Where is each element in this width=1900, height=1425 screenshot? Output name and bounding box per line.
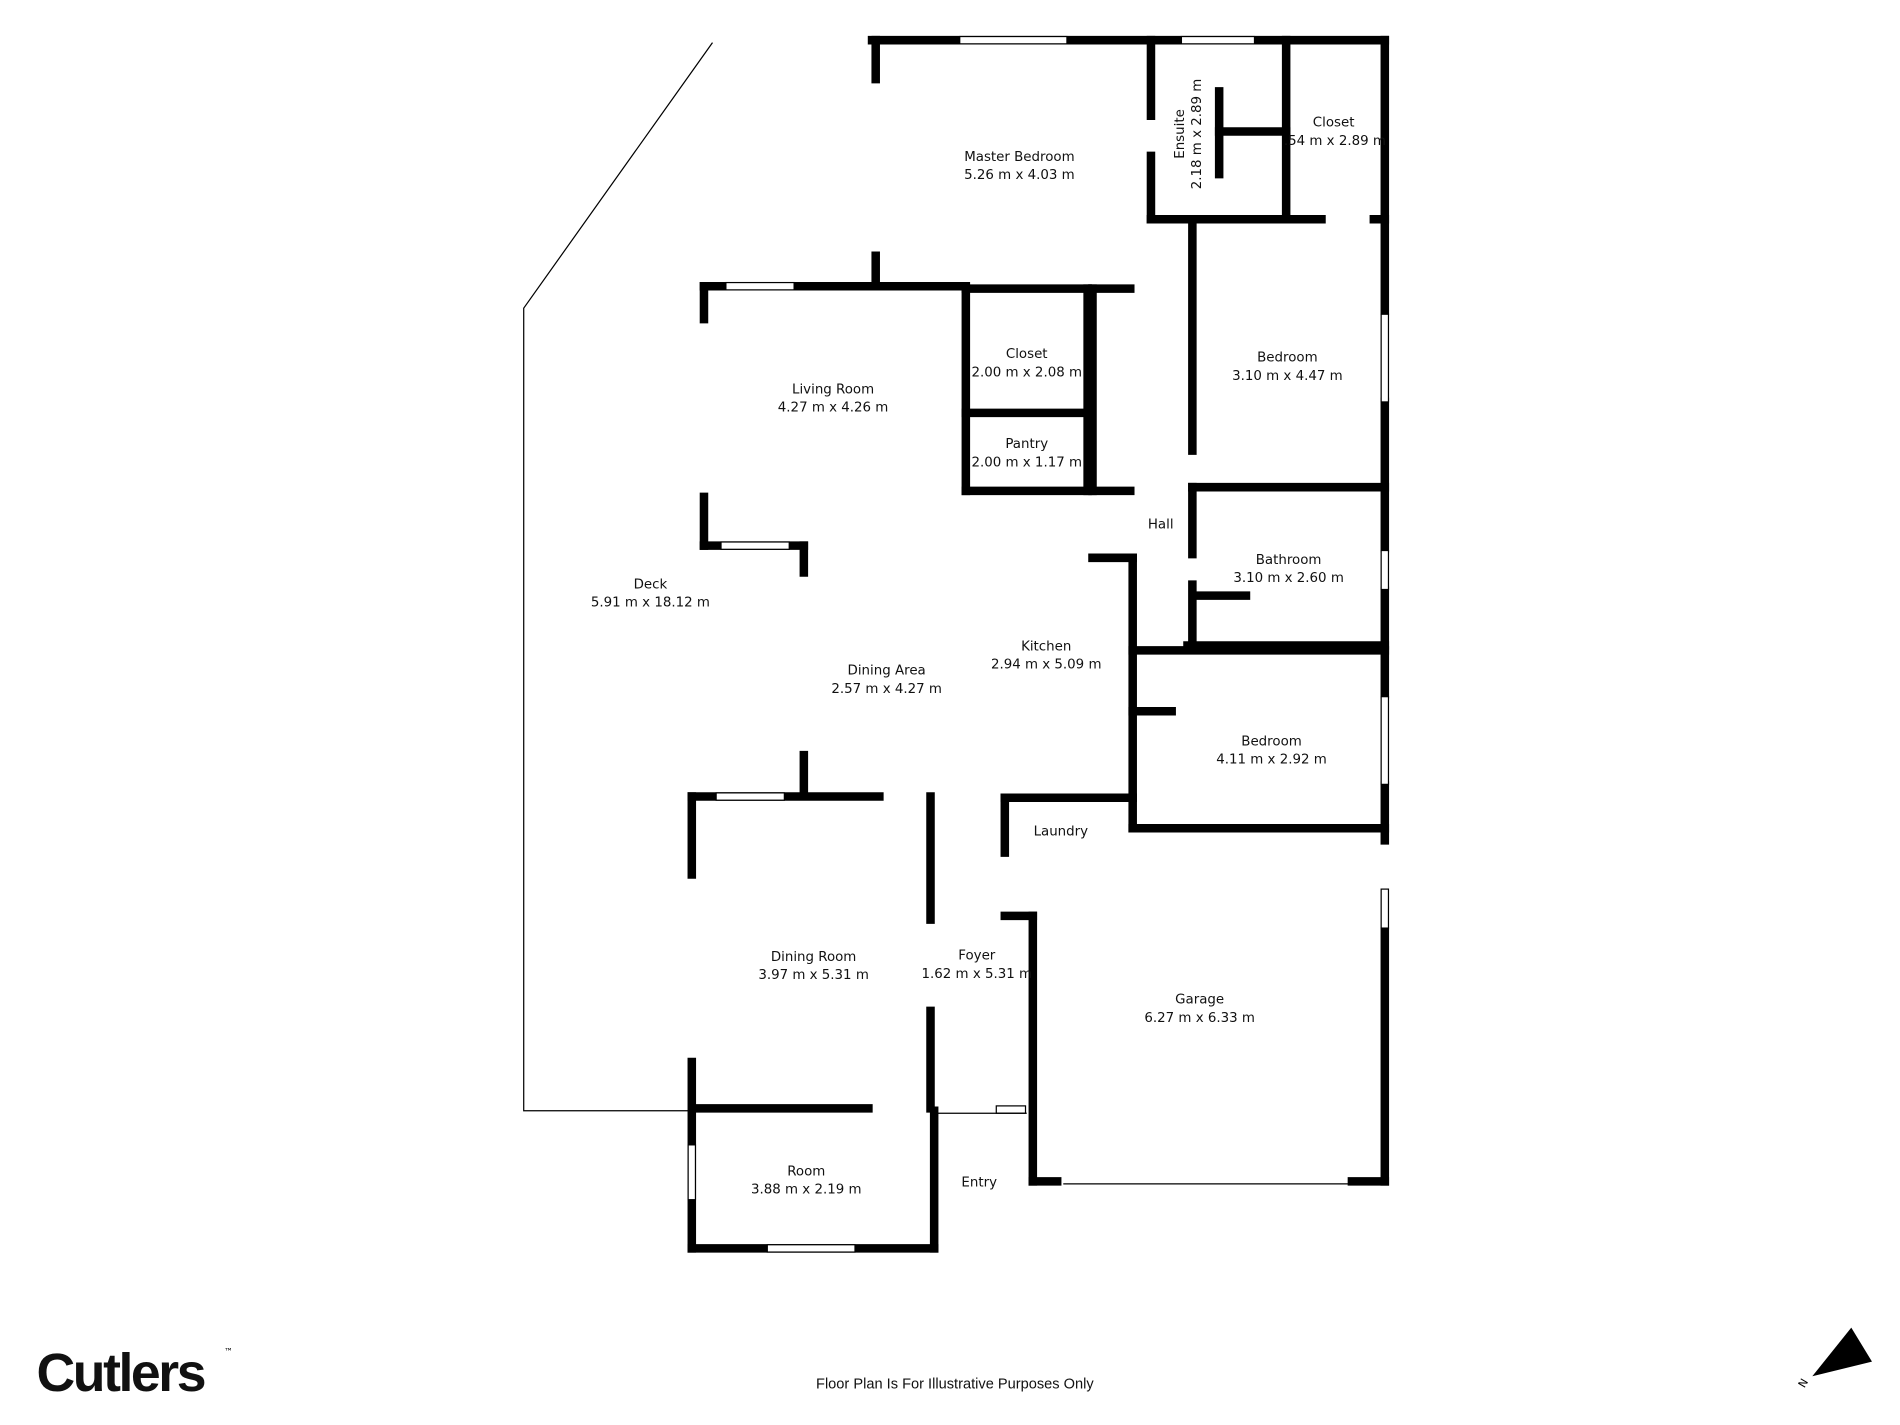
room-name: Room	[787, 1164, 825, 1179]
deck-outline	[523, 42, 713, 1112]
deck-dims: 5.91 m x 18.12 m	[591, 596, 710, 611]
dining-room-dims: 3.97 m x 5.31 m	[758, 968, 869, 983]
kitchen-dims: 2.94 m x 5.09 m	[991, 658, 1102, 673]
bedroom-1-name: Bedroom	[1257, 351, 1318, 366]
closet-name: Closet	[1006, 347, 1048, 362]
pantry-dims: 2.00 m x 1.17 m	[971, 455, 1082, 470]
kitchen-name: Kitchen	[1021, 639, 1071, 654]
bathroom-dims: 3.10 m x 2.60 m	[1233, 571, 1344, 586]
dining-area-dims: 2.57 m x 4.27 m	[831, 682, 942, 697]
bedroom-2-name: Bedroom	[1241, 734, 1302, 749]
closet-master-name: Closet	[1313, 116, 1355, 131]
laundry-name: Laundry	[1034, 825, 1089, 840]
ensuite-dims: 2.18 m x 2.89 m	[1190, 79, 1205, 190]
master-bedroom-name: Master Bedroom	[964, 150, 1074, 165]
closet-master-dims: .54 m x 2.89 m	[1284, 134, 1386, 149]
garage-name: Garage	[1175, 993, 1224, 1008]
north-arrow-icon: N	[1796, 1327, 1872, 1390]
foyer-name: Foyer	[958, 949, 996, 964]
ensuite-name: Ensuite	[1173, 109, 1188, 159]
bedroom-1-dims: 3.10 m x 4.47 m	[1232, 369, 1343, 384]
dining-room-name: Dining Room	[771, 950, 857, 965]
compass-label: N	[1796, 1376, 1811, 1390]
hall-name: Hall	[1148, 518, 1174, 533]
brand-logo: Cutlers	[37, 1343, 205, 1403]
pantry-name: Pantry	[1005, 437, 1048, 452]
closet-dims: 2.00 m x 2.08 m	[971, 365, 1082, 380]
bedroom-2-dims: 4.11 m x 2.92 m	[1216, 753, 1327, 768]
disclaimer: Floor Plan Is For Illustrative Purposes …	[816, 1376, 1094, 1392]
bathroom-name: Bathroom	[1256, 553, 1322, 568]
room-dims: 3.88 m x 2.19 m	[751, 1183, 862, 1198]
living-room-dims: 4.27 m x 4.26 m	[778, 401, 889, 416]
deck-name: Deck	[634, 577, 668, 592]
garage-dims: 6.27 m x 6.33 m	[1144, 1011, 1255, 1026]
master-bedroom-dims: 5.26 m x 4.03 m	[964, 168, 1075, 183]
entry-name: Entry	[961, 1175, 997, 1190]
living-room-name: Living Room	[792, 382, 874, 397]
windows	[687, 35, 1390, 1253]
dining-area-name: Dining Area	[848, 664, 926, 679]
foyer-dims: 1.62 m x 5.31 m	[922, 967, 1033, 982]
room-labels: Master Bedroom 5.26 m x 4.03 m Ensuite 2…	[591, 79, 1386, 1198]
brand-trademark: ™	[224, 1347, 233, 1357]
